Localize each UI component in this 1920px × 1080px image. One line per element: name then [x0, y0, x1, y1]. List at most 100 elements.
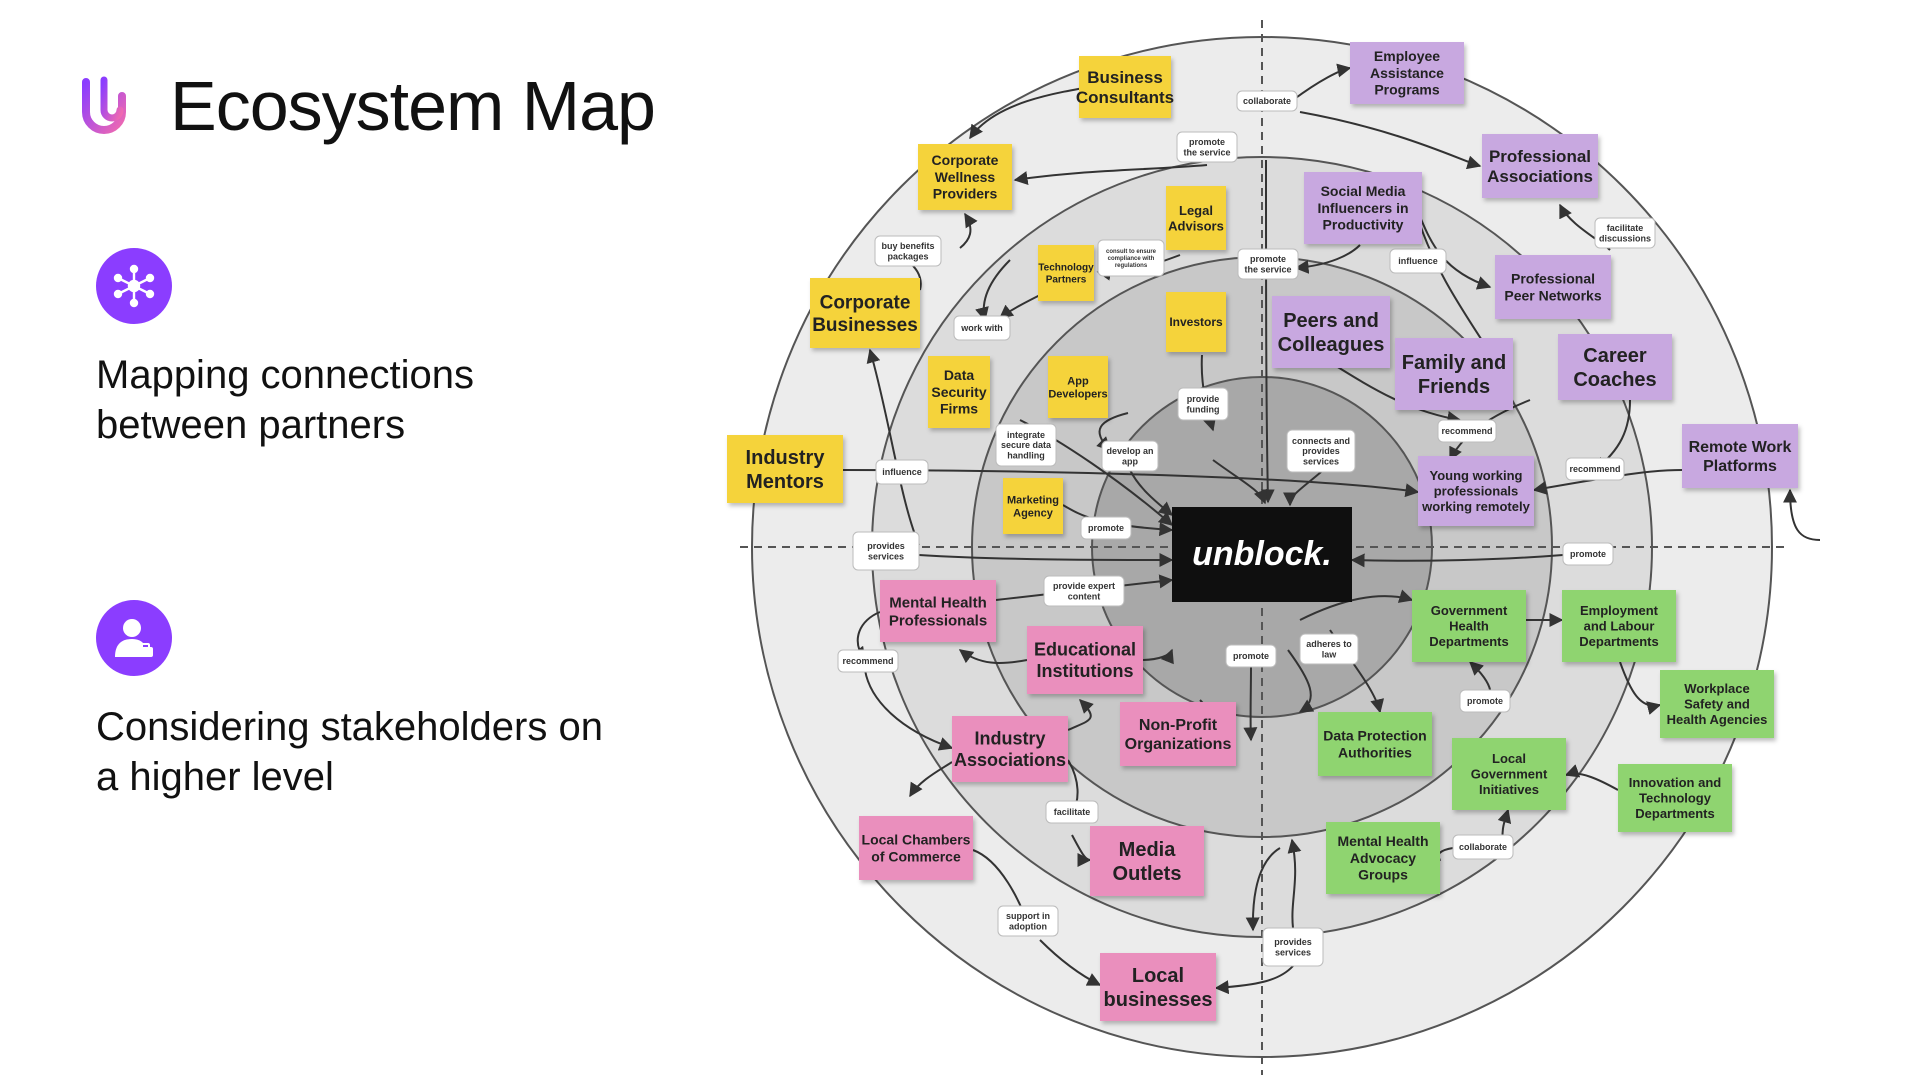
sticky-note	[1166, 186, 1226, 250]
left-panel: Ecosystem Map Mapping connections betwee…	[0, 0, 700, 1080]
sticky-note	[1090, 826, 1204, 896]
relation-label-text: influence	[1398, 256, 1438, 266]
note-text: Health Agencies	[1667, 712, 1768, 727]
note-text: Mental Health	[889, 594, 987, 611]
note-text: Professional	[1489, 147, 1591, 166]
relation-label-facilitate-bottom: facilitate	[1045, 800, 1099, 824]
relation-label-box	[1045, 800, 1099, 824]
relation-label-text: provides	[867, 541, 905, 551]
relation-label-box	[874, 235, 942, 267]
note-text: Departments	[1429, 634, 1508, 649]
relation-label-text: buy benefits	[881, 241, 934, 251]
relation-label-box	[1389, 248, 1447, 274]
relation-label-box	[852, 531, 920, 571]
sticky-note	[1482, 134, 1598, 198]
relation-label-box	[1459, 689, 1511, 713]
sticky-note	[1100, 953, 1216, 1021]
relation-label-box	[1437, 419, 1497, 443]
note-text: Industry	[746, 447, 826, 469]
note-text: Organizations	[1125, 736, 1232, 753]
note-text: Media	[1119, 839, 1177, 861]
note-text: Career	[1583, 345, 1647, 367]
relation-label-text: discussions	[1599, 233, 1651, 243]
connection-arrow	[1299, 589, 1414, 621]
note-text: Associations	[1487, 167, 1593, 186]
note-text: Business	[1087, 68, 1163, 87]
note-text: Outlets	[1113, 863, 1182, 885]
sticky-note	[1003, 478, 1063, 534]
relation-label-text: services	[1275, 947, 1311, 957]
relation-label-text: collaborate	[1243, 96, 1291, 106]
relation-label-text: collaborate	[1459, 842, 1507, 852]
note-text: Family and	[1402, 352, 1506, 374]
relation-label-promote-marketing: promote	[1080, 516, 1132, 540]
relation-label-text: adoption	[1009, 921, 1047, 931]
sticky-note	[1618, 764, 1732, 832]
note-text: Departments	[1579, 634, 1658, 649]
sticky-note	[1027, 626, 1143, 694]
note-text: working remotely	[1421, 499, 1530, 514]
sticky-note	[952, 716, 1068, 782]
note-text: Consultants	[1076, 88, 1174, 107]
relation-label-text: promote	[1088, 523, 1124, 533]
note-text: Mentors	[746, 471, 824, 493]
relation-label-text: recommend	[1441, 426, 1492, 436]
note-text: Programs	[1374, 82, 1440, 98]
note-text: Coaches	[1573, 369, 1656, 391]
note-text: Non-Profit	[1139, 717, 1218, 734]
note-text: Employment	[1580, 603, 1659, 618]
note-text: Local	[1132, 965, 1184, 987]
relation-label-box	[997, 905, 1059, 937]
note-text: Professional	[1511, 271, 1595, 287]
sticky-note	[1562, 590, 1676, 662]
relation-label-text: influence	[882, 467, 922, 477]
connection-arrow	[1299, 111, 1482, 170]
note-text: Departments	[1635, 806, 1714, 821]
sticky-note	[810, 278, 920, 348]
relation-label-text: regulations	[1115, 263, 1148, 269]
sticky-note	[859, 816, 973, 880]
note-text: Initiatives	[1479, 782, 1539, 797]
relation-label-recommend-left: recommend	[837, 649, 899, 673]
note-text: Safety and	[1684, 697, 1750, 712]
relation-label-influence-mentors: influence	[875, 459, 929, 485]
note-text: Young working	[1430, 468, 1523, 483]
sticky-note	[1418, 456, 1534, 526]
feature-line: Considering stakeholders on	[96, 705, 603, 749]
relation-label-text: consult to ensure	[1106, 249, 1157, 255]
relation-label-text: services	[868, 551, 904, 561]
note-text: Corporate	[820, 292, 911, 313]
relation-label-text: support in	[1006, 911, 1050, 921]
relation-label-text: secure data	[1001, 440, 1052, 450]
note-text: and Labour	[1584, 619, 1655, 634]
connection-arrow	[1619, 661, 1662, 715]
sticky-note	[918, 144, 1012, 210]
note-text: Legal	[1179, 203, 1213, 218]
note-text: Professionals	[889, 612, 987, 629]
note-text: Corporate	[932, 152, 999, 168]
connection-arrow	[959, 212, 978, 249]
relation-label-box	[1101, 440, 1159, 472]
relation-label-text: recommend	[1569, 464, 1620, 474]
center-box	[1172, 507, 1352, 602]
relation-label-box	[1176, 131, 1238, 163]
sticky-note	[1120, 702, 1236, 766]
